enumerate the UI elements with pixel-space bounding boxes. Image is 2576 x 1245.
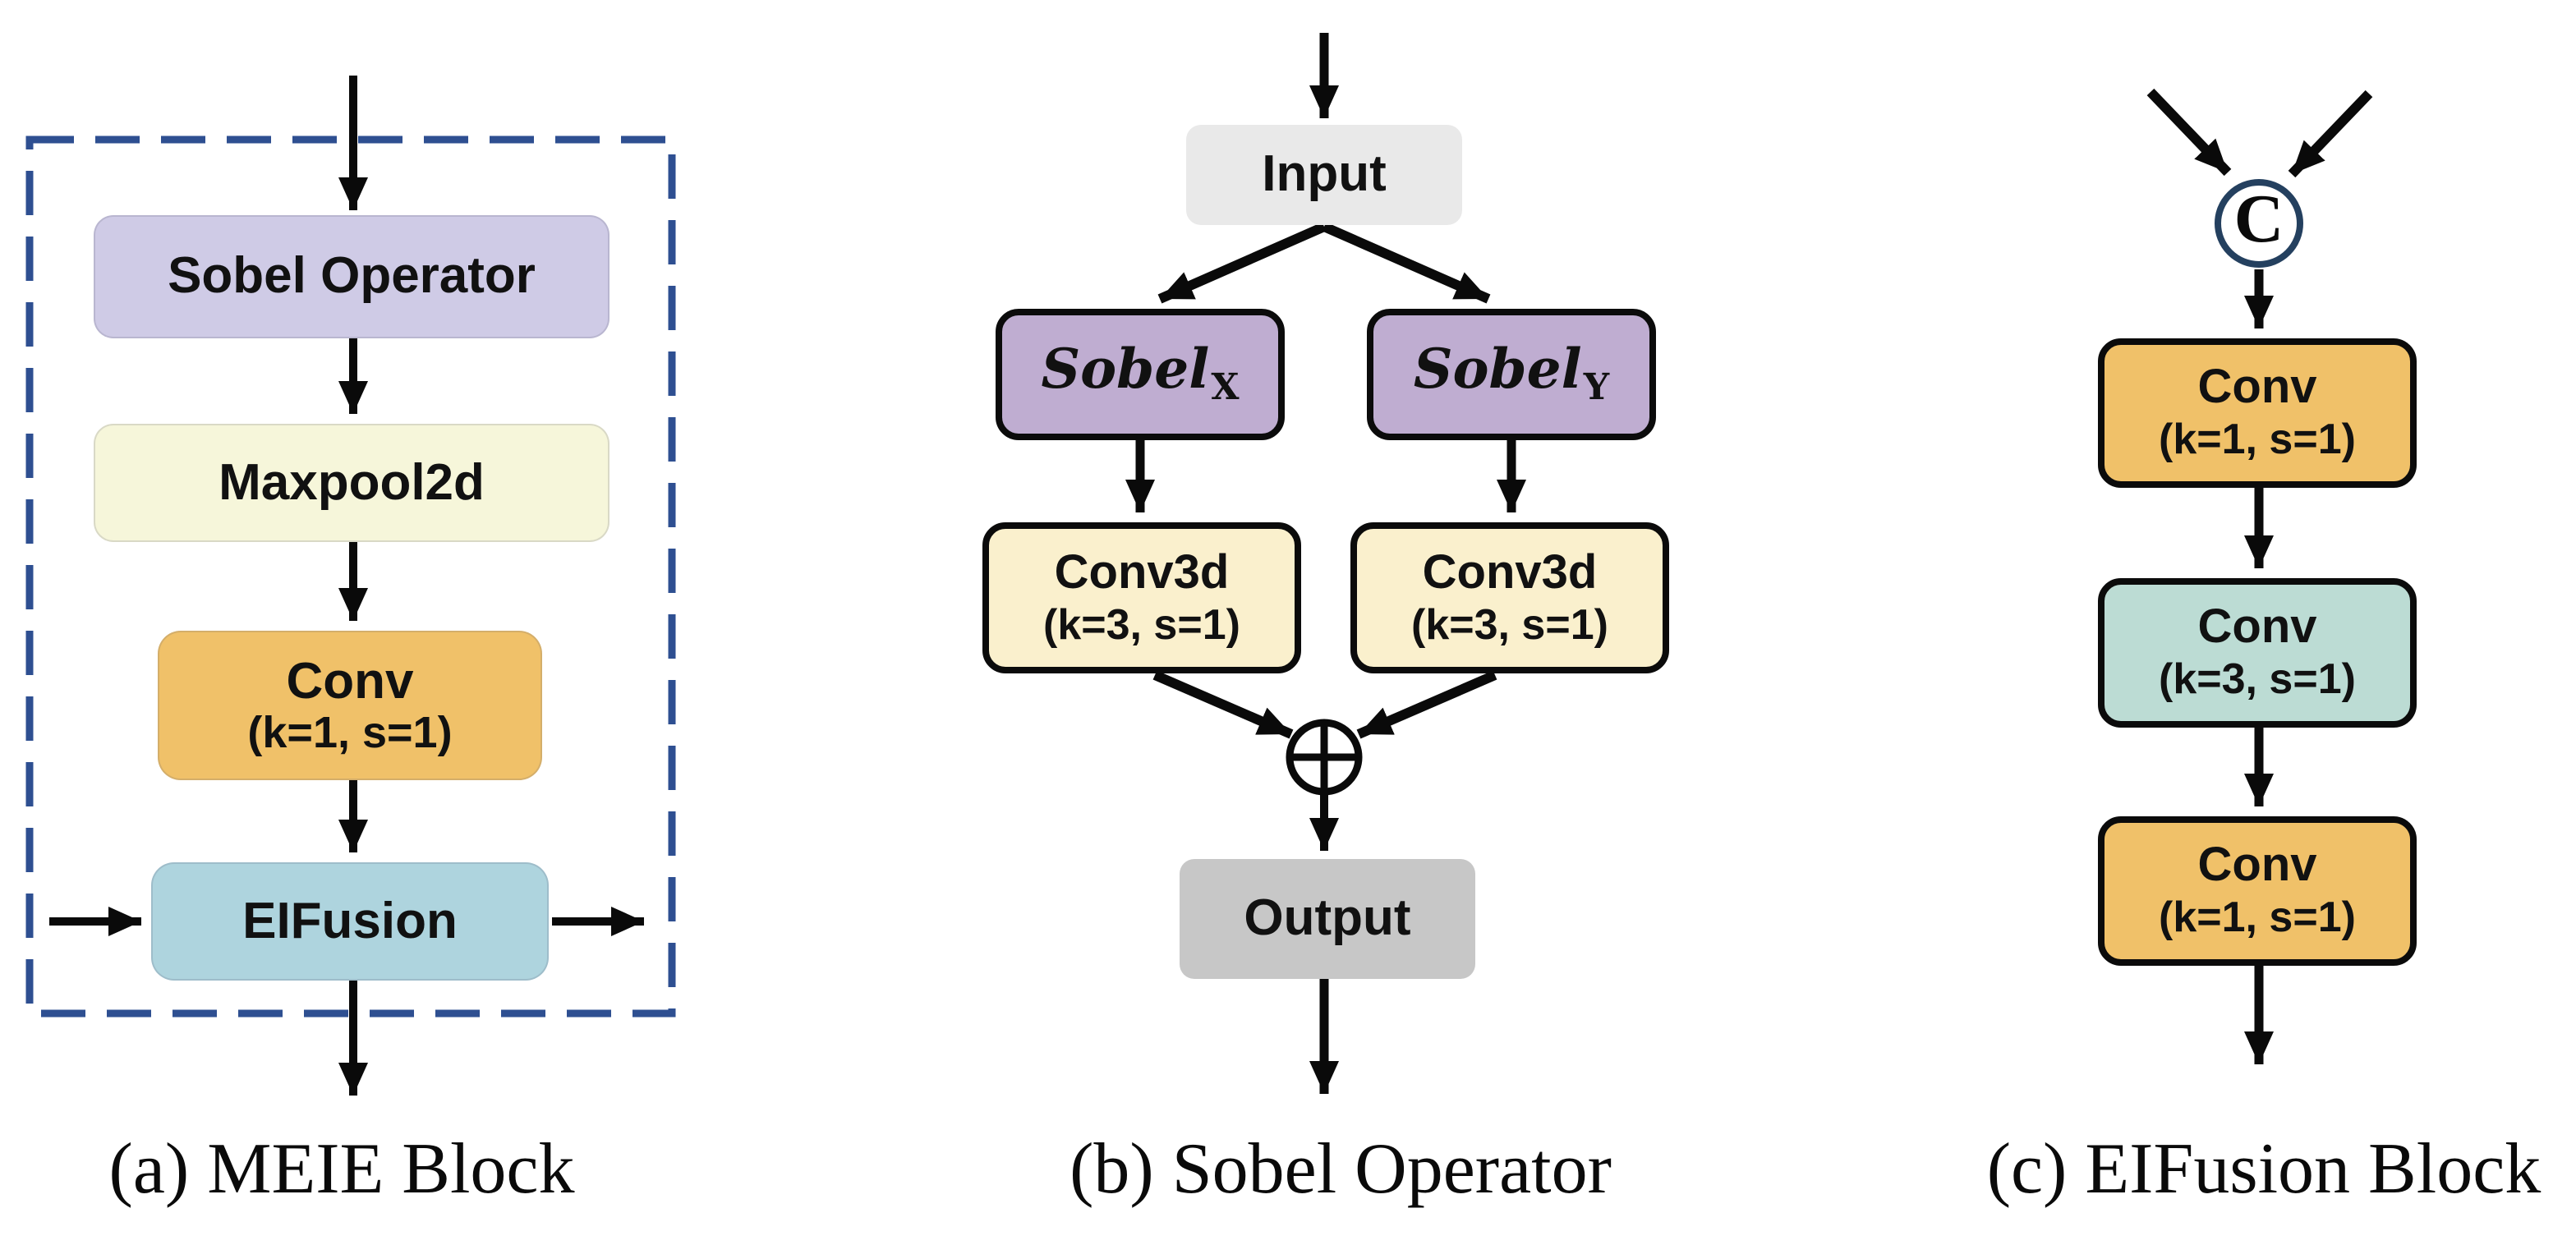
node-params: (k=3, s=1) xyxy=(2159,654,2356,704)
node-eifusion-a: EIFusion xyxy=(151,862,549,981)
elementwise-add-icon xyxy=(1286,719,1363,796)
caption-meie-block: (a) MEIE Block xyxy=(108,1128,575,1209)
node-maxpool2d: Maxpool2d xyxy=(94,424,610,542)
arrow-b-input-to-sobely xyxy=(1322,222,1491,304)
node-output: Output xyxy=(1180,859,1475,979)
arrow-b-conv3dy-to-sum xyxy=(1356,670,1497,739)
node-sobel-x: SobelX xyxy=(996,309,1285,440)
node-conv-c2: Conv (k=3, s=1) xyxy=(2098,578,2417,728)
meie-dashed-boundary xyxy=(25,136,676,1018)
node-label: Conv xyxy=(2197,839,2317,893)
node-label: SobelY xyxy=(1413,337,1610,410)
node-label: Sobel Operator xyxy=(168,246,536,305)
node-params: (k=3, s=1) xyxy=(1043,599,1240,649)
arrow-b-input-to-sobelx xyxy=(1157,222,1327,304)
arrow-c-input-left xyxy=(2146,88,2232,177)
node-label: Conv xyxy=(2197,361,2317,415)
node-conv3d-y: Conv3d (k=3, s=1) xyxy=(1350,522,1669,673)
node-sobel-operator: Sobel Operator xyxy=(94,215,610,338)
sobel-subscript: X xyxy=(1211,366,1240,410)
node-params: (k=1, s=1) xyxy=(247,707,453,757)
node-label: SobelX xyxy=(1041,337,1240,410)
node-label: Input xyxy=(1262,145,1387,203)
node-label: Conv3d xyxy=(1054,546,1230,600)
caption-sobel-operator: (b) Sobel Operator xyxy=(1070,1128,1612,1209)
arrow-b-conv3dx-to-sum xyxy=(1152,670,1294,739)
node-input: Input xyxy=(1186,125,1462,225)
sobel-subscript: Y xyxy=(1583,366,1610,410)
node-params: (k=3, s=1) xyxy=(1411,599,1608,649)
node-label: Conv xyxy=(2197,601,2317,655)
node-label: Maxpool2d xyxy=(218,453,485,511)
node-sobel-y: SobelY xyxy=(1367,309,1656,440)
node-params: (k=1, s=1) xyxy=(2159,414,2356,464)
node-conv-c1: Conv (k=1, s=1) xyxy=(2098,338,2417,488)
node-label: Output xyxy=(1244,889,1411,947)
concat-label: C xyxy=(2233,182,2284,258)
node-label: Conv xyxy=(286,651,414,710)
node-conv-c3: Conv (k=1, s=1) xyxy=(2098,816,2417,966)
caption-eifusion-block: (c) EIFusion Block xyxy=(1986,1128,2542,1209)
sobel-base: Sobel xyxy=(1413,337,1582,402)
arrow-c-input-right xyxy=(2288,90,2373,178)
node-conv-a: Conv (k=1, s=1) xyxy=(158,631,542,780)
sobel-base: Sobel xyxy=(1041,337,1210,402)
node-params: (k=1, s=1) xyxy=(2159,892,2356,942)
node-label: Conv3d xyxy=(1422,546,1598,600)
concat-icon: C xyxy=(2215,179,2303,268)
node-label: EIFusion xyxy=(242,891,458,949)
node-conv3d-x: Conv3d (k=3, s=1) xyxy=(982,522,1301,673)
